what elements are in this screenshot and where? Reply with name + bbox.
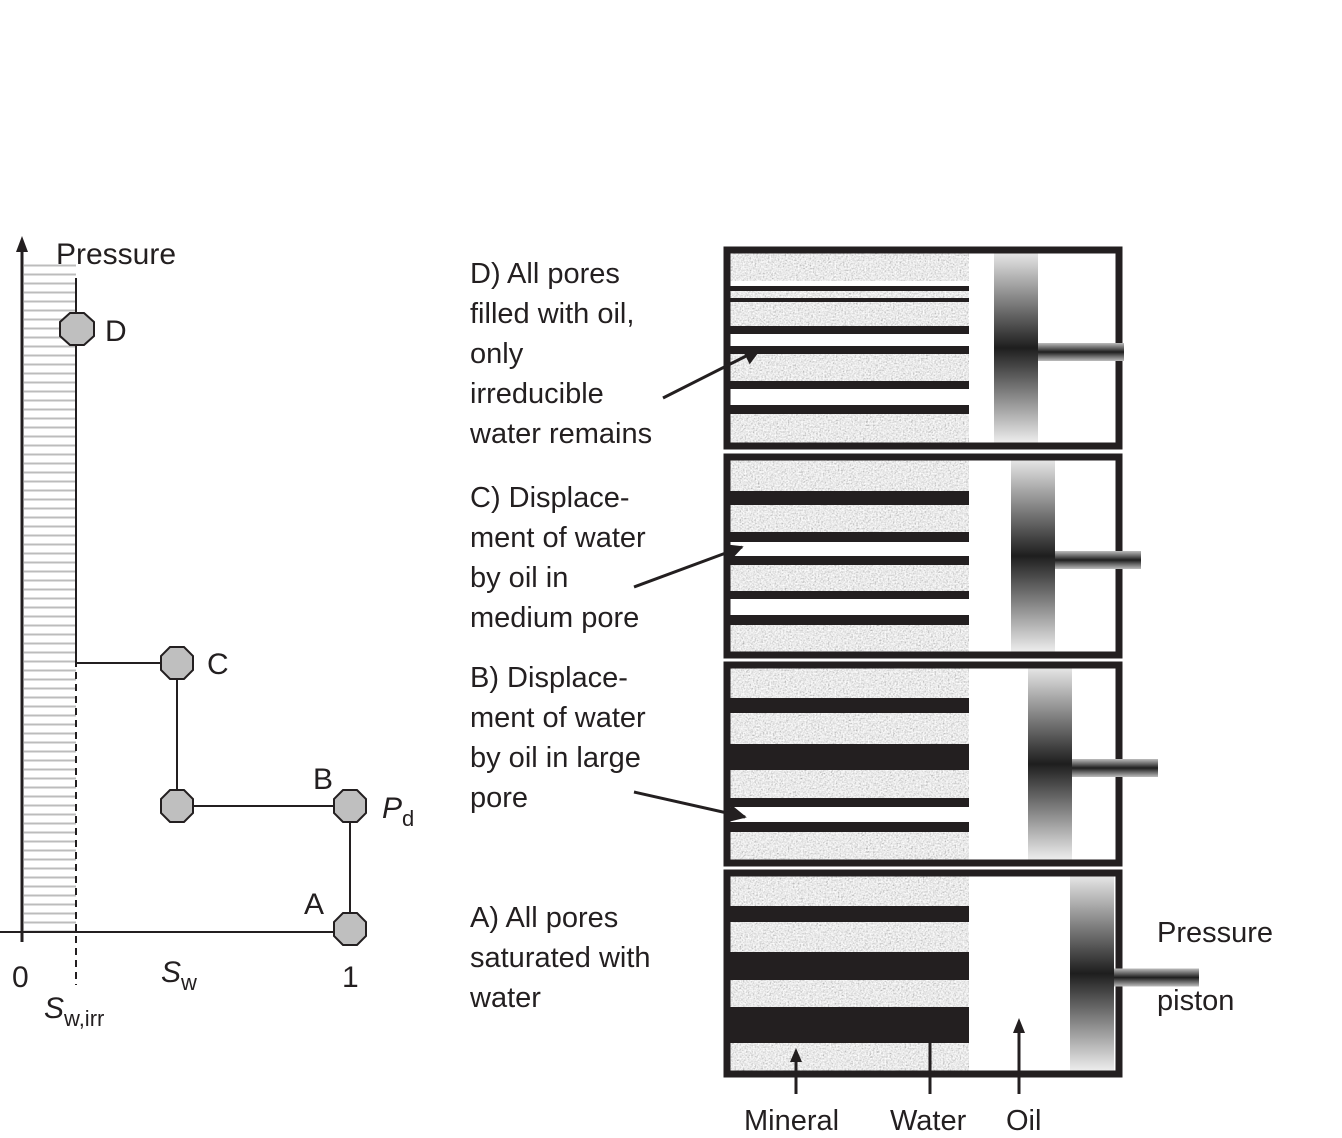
oil-label: Oil	[1006, 1105, 1041, 1137]
caption-c-line: by oil in	[470, 562, 568, 594]
piston-rod-exit	[1115, 551, 1141, 569]
water-filled-pore	[727, 405, 969, 414]
piston-rod	[1038, 343, 1124, 361]
caption-d-line: D) All pores	[470, 258, 620, 290]
water-filled-pore	[727, 744, 969, 770]
panel-d	[723, 246, 1124, 450]
point-b-label: B	[313, 763, 333, 796]
water-filled-pore	[727, 298, 969, 302]
caption-c-line: medium pore	[470, 602, 639, 634]
arrow-d	[662, 347, 762, 400]
water-filled-pore	[727, 556, 969, 565]
capillary-pressure-curve	[75, 278, 351, 930]
water-filled-pore	[727, 798, 969, 807]
piston-head	[994, 252, 1038, 444]
piston-head	[1028, 667, 1072, 861]
point-c-marker	[160, 646, 194, 680]
sw-axis-label: Sw	[161, 956, 197, 995]
caption-d-line: water remains	[469, 418, 652, 450]
water-filled-pore	[727, 381, 969, 389]
caption-a-line: water	[469, 982, 541, 1014]
arrow-b	[633, 790, 747, 823]
point-a-label: A	[304, 888, 324, 921]
mineral-pointer-arrow-icon	[790, 1048, 802, 1062]
caption-d: D) All pores filled with oil, only irred…	[469, 258, 652, 450]
pressure-piston-label-1: Pressure	[1157, 917, 1273, 949]
caption-c: C) Displace- ment of water by oil in med…	[470, 482, 654, 634]
caption-a-line: A) All pores	[470, 902, 618, 934]
caption-b-line: pore	[470, 782, 528, 814]
swirr-sub: w,irr	[63, 1006, 104, 1031]
water-filled-pore	[727, 906, 969, 922]
piston-head	[1011, 459, 1055, 653]
sw-sub: w	[180, 970, 197, 995]
oil-filled-pore	[727, 542, 969, 556]
caption-b: B) Displace- ment of water by oil in lar…	[470, 662, 654, 814]
pressure-axis-label: Pressure	[56, 238, 176, 271]
point-a-marker	[333, 912, 367, 946]
water-filled-pore	[727, 532, 969, 542]
point-d-marker	[59, 312, 95, 346]
pore-panels	[723, 246, 1199, 1078]
water-filled-pore	[727, 286, 969, 291]
component-labels: Mineral Water Oil Pressure piston	[744, 917, 1273, 1137]
caption-d-line: filled with oil,	[470, 298, 634, 330]
caption-b-line: B) Displace-	[470, 662, 628, 694]
water-filled-pore	[727, 346, 969, 354]
pressure-piston-label-2: piston	[1157, 985, 1234, 1017]
caption-c-line: ment of water	[470, 522, 646, 554]
water-filled-pore	[727, 615, 969, 625]
panel-b	[723, 661, 1158, 867]
oil-filled-pore	[727, 389, 969, 405]
water-filled-pore	[727, 952, 969, 980]
caption-arrows	[633, 347, 762, 823]
oil-filled-pore	[727, 334, 969, 346]
piston-head	[1070, 875, 1114, 1072]
water-filled-pore	[727, 698, 969, 713]
water-filled-pore	[727, 822, 969, 832]
swirr-label: Sw,irr	[44, 992, 104, 1031]
mineral-label: Mineral	[744, 1105, 839, 1137]
oil-pointer-arrow-icon	[1013, 1018, 1025, 1033]
point-c-label: C	[207, 648, 229, 681]
arrow-c	[633, 544, 744, 589]
caption-d-line: only	[470, 338, 524, 370]
panel-a	[723, 869, 1199, 1078]
tick-zero-label: 0	[12, 961, 29, 994]
pd-sub: d	[402, 806, 414, 831]
water-filled-pore	[727, 1007, 969, 1043]
point-b-marker	[333, 789, 367, 823]
panel-c	[723, 453, 1141, 659]
caption-d-line: irreducible	[470, 378, 604, 410]
oil-filled-pore	[727, 599, 969, 615]
caption-a: A) All pores saturated with water	[469, 902, 659, 1014]
caption-b-line: ment of water	[470, 702, 646, 734]
piston-rod-exit	[1115, 759, 1158, 777]
water-filled-pore	[727, 591, 969, 599]
piston-rod-exit	[1115, 343, 1124, 361]
caption-b-line: by oil in large	[470, 742, 641, 774]
caption-a-line: saturated with	[470, 942, 651, 974]
swirr-main: S	[44, 992, 64, 1025]
point-d-label: D	[105, 315, 127, 348]
irreducible-water-band	[24, 262, 76, 932]
oil-filled-pore	[727, 807, 969, 822]
caption-c-line: C) Displace-	[470, 482, 630, 514]
pressure-axis-arrow-icon	[16, 236, 28, 252]
water-filled-pore	[727, 491, 969, 505]
pd-main: P	[382, 792, 402, 825]
capillary-pressure-graph: Pressure D C B A Pd 0 1 Sw Sw,irr	[0, 236, 414, 1031]
water-filled-pore	[727, 326, 969, 334]
water-label: Water	[890, 1105, 967, 1137]
pd-label: Pd	[382, 792, 414, 831]
panel-captions: D) All pores filled with oil, only irred…	[469, 258, 659, 1014]
oil-filled-pore	[727, 281, 969, 286]
sw-main: S	[161, 956, 181, 989]
tick-one-label: 1	[342, 961, 359, 994]
point-bc-marker	[160, 789, 194, 823]
piston-rod-exit	[1115, 968, 1199, 987]
